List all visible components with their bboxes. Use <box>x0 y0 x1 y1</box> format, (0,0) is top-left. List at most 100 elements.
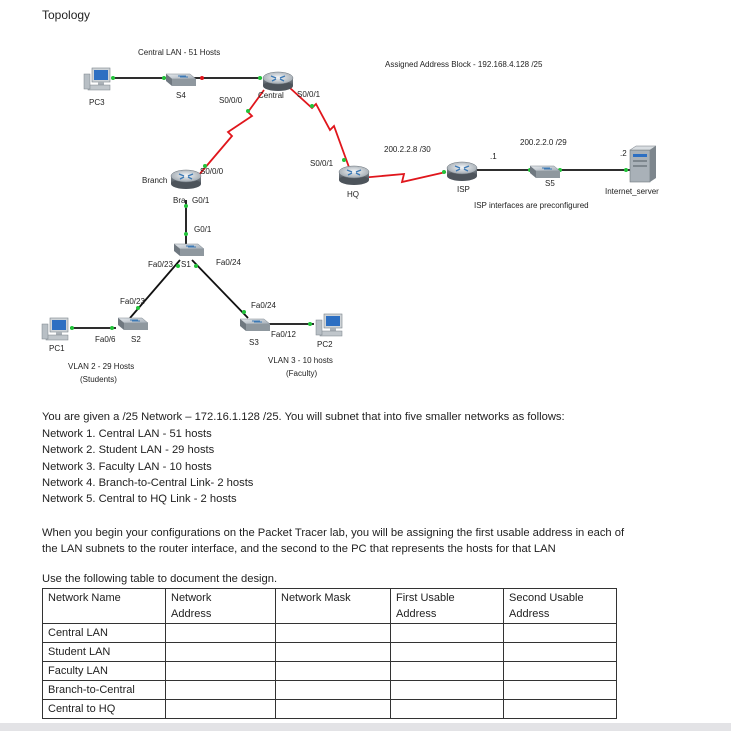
isp-dot1-label: .1 <box>490 152 497 161</box>
row-name: Faculty LAN <box>42 661 166 681</box>
network-item: Network 4. Branch-to-Central Link- 2 hos… <box>42 476 254 489</box>
table-row: Central LAN <box>42 623 617 643</box>
network-mask-cell[interactable] <box>275 642 391 662</box>
router-hq-icon <box>338 165 370 186</box>
second-usable-cell[interactable] <box>503 699 617 719</box>
topology-diagram: Central LAN - 51 Hosts Assigned Address … <box>41 48 659 384</box>
network-mask-cell[interactable] <box>275 680 391 700</box>
students-label: (Students) <box>80 375 117 384</box>
s5-label: S5 <box>545 179 555 188</box>
s2-fa0-6-label: Fa0/6 <box>95 335 116 344</box>
table-intro-text: Use the following table to document the … <box>42 573 278 585</box>
network-list: Network 1. Central LAN - 51 hosts Networ… <box>42 426 253 507</box>
col-network-mask: Network Mask <box>275 588 391 624</box>
s2-fa0-23-label: Fa0/23 <box>120 297 145 306</box>
s3-label: S3 <box>249 338 259 347</box>
topology-title: Topology <box>42 8 91 22</box>
s1-label: S1 <box>181 260 191 269</box>
first-usable-cell[interactable] <box>390 661 504 681</box>
isp-s5-network-label: 200.2.2.0 /29 <box>520 138 567 147</box>
s1-g0-1-label: G0/1 <box>194 225 212 234</box>
table-row: Branch-to-Central <box>42 680 617 700</box>
network-item: Network 3. Faculty LAN - 10 hosts <box>42 460 212 473</box>
s3-fa0-24-label: Fa0/24 <box>251 301 276 310</box>
network-item: Network 2. Student LAN - 29 hosts <box>42 444 215 457</box>
address-block-label: Assigned Address Block - 192.168.4.128 /… <box>385 60 543 69</box>
first-usable-cell[interactable] <box>390 699 504 719</box>
port-indicators <box>70 76 628 330</box>
router-central-icon <box>262 71 294 92</box>
network-address-cell[interactable] <box>165 680 276 700</box>
central-s0-0-1-label: S0/0/1 <box>297 90 321 99</box>
row-name: Branch-to-Central <box>42 680 166 700</box>
hq-isp-network-label: 200.2.2.8 /30 <box>384 145 431 154</box>
isp-note-label: ISP interfaces are preconfigured <box>474 201 589 210</box>
first-usable-cell[interactable] <box>390 642 504 662</box>
second-usable-cell[interactable] <box>503 642 617 662</box>
table-row: Student LAN <box>42 642 617 662</box>
hq-label: HQ <box>347 190 359 199</box>
intro-text: You are given a /25 Network – 172.16.1.1… <box>42 411 565 423</box>
table-row: Central to HQ <box>42 699 617 719</box>
pc2-label: PC2 <box>317 340 333 349</box>
col-network-name: Network Name <box>42 588 166 624</box>
network-address-cell[interactable] <box>165 699 276 719</box>
server-icon <box>629 145 657 183</box>
s4-label: S4 <box>176 91 186 100</box>
server-dot2-label: .2 <box>620 149 627 158</box>
second-usable-cell[interactable] <box>503 623 617 643</box>
faculty-label: (Faculty) <box>286 369 317 378</box>
branch-s0-0-0-label: S0/0/0 <box>200 167 224 176</box>
s1-fa0-23-label: Fa0/23 <box>148 260 173 269</box>
pc2-icon <box>315 313 343 337</box>
branch-abbr-label: Bra <box>173 196 186 205</box>
serial-link-central-branch <box>197 89 265 177</box>
s1-fa0-24-label: Fa0/24 <box>216 258 241 267</box>
network-address-cell[interactable] <box>165 642 276 662</box>
page-bottom-edge <box>0 723 731 731</box>
vlan2-label: VLAN 2 - 29 Hosts <box>68 362 134 371</box>
branch-label: Branch <box>142 176 167 185</box>
config-text: When you begin your configurations on th… <box>42 525 624 558</box>
pc1-icon <box>41 317 69 341</box>
network-mask-cell[interactable] <box>275 623 391 643</box>
config-line-1: When you begin your configurations on th… <box>42 527 625 539</box>
serial-link-central-hq <box>289 87 351 171</box>
router-branch-icon <box>170 169 202 190</box>
s2-label: S2 <box>131 335 141 344</box>
network-address-cell[interactable] <box>165 623 276 643</box>
network-item: Network 1. Central LAN - 51 hosts <box>42 428 212 440</box>
second-usable-cell[interactable] <box>503 661 617 681</box>
central-lan-label: Central LAN - 51 Hosts <box>138 48 220 57</box>
network-mask-cell[interactable] <box>275 661 391 681</box>
table-row: Faculty LAN <box>42 661 617 681</box>
network-address-cell[interactable] <box>165 661 276 681</box>
switch-s2-icon <box>117 317 149 331</box>
network-mask-cell[interactable] <box>275 699 391 719</box>
second-usable-cell[interactable] <box>503 680 617 700</box>
switch-s3-icon <box>239 318 271 332</box>
s3-fa0-12-label: Fa0/12 <box>271 330 296 339</box>
branch-g0-1-label: G0/1 <box>192 196 210 205</box>
hq-s0-0-1-label: S0/0/1 <box>310 159 334 168</box>
serial-link-hq-isp <box>359 171 447 184</box>
central-s0-0-0-label: S0/0/0 <box>219 96 243 105</box>
network-item: Network 5. Central to HQ Link - 2 hosts <box>42 493 237 506</box>
pc3-label: PC3 <box>89 98 105 107</box>
internet-server-label: Internet_server <box>605 187 659 196</box>
row-name: Central to HQ <box>42 699 166 719</box>
switch-s4-icon <box>165 73 197 87</box>
pc1-label: PC1 <box>49 344 65 353</box>
switch-s1-icon <box>173 243 205 257</box>
first-usable-cell[interactable] <box>390 680 504 700</box>
vlan3-label: VLAN 3 - 10 hosts <box>268 356 333 365</box>
link-s1-s3 <box>191 259 249 319</box>
first-usable-cell[interactable] <box>390 623 504 643</box>
config-line-2: the LAN subnets to the router interface,… <box>42 543 556 556</box>
